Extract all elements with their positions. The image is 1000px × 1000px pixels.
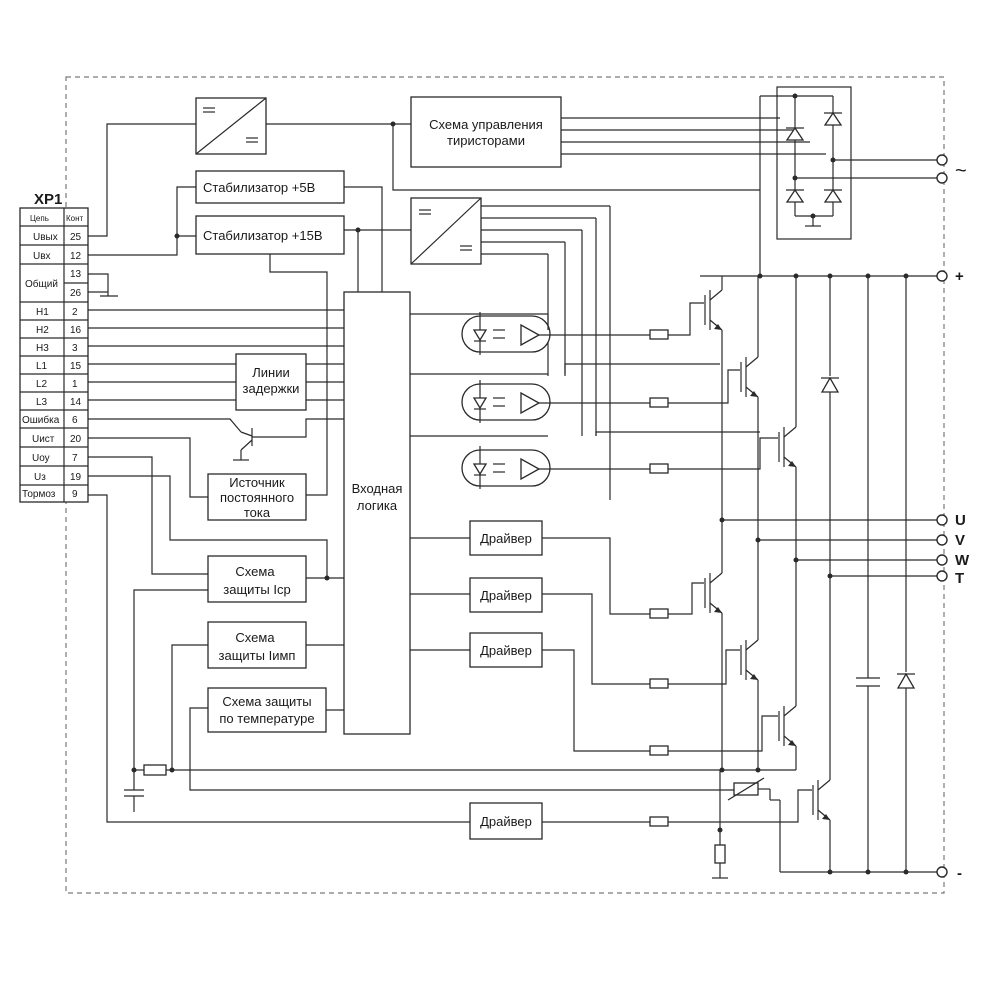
svg-text:защиты Iср: защиты Iср bbox=[223, 582, 290, 597]
driver-1: Драйвер bbox=[469, 520, 543, 556]
svg-text:тиристорами: тиристорами bbox=[447, 133, 525, 148]
thyristor-bridge bbox=[776, 86, 852, 240]
terminal-w bbox=[936, 554, 948, 566]
svg-text:Линии: Линии bbox=[252, 365, 290, 380]
terminal-t-label: T bbox=[955, 570, 964, 587]
protection-avg-current-block: Схема защиты Iср bbox=[207, 555, 307, 603]
pin-signal-common: Общий bbox=[25, 278, 58, 290]
pin-contact-2: 2 bbox=[72, 307, 78, 318]
pin-contact-6: 6 bbox=[72, 415, 78, 426]
optocoupler-2 bbox=[461, 380, 656, 423]
terminal-u bbox=[936, 514, 948, 526]
protection-temperature-block: Схема защиты по температуре bbox=[207, 687, 327, 733]
isolated-converter-top bbox=[195, 97, 267, 155]
svg-text:тока: тока bbox=[244, 505, 271, 520]
terminal-plus bbox=[936, 270, 948, 282]
terminal-ac-1 bbox=[936, 154, 948, 166]
stabilizer-15v-block: Стабилизатор +15В bbox=[195, 215, 345, 255]
pin-contact-9: 9 bbox=[72, 489, 78, 500]
input-logic-block: Входная логика bbox=[343, 291, 411, 735]
pin-signal-l2: L2 bbox=[36, 379, 48, 390]
pin-contact-14: 14 bbox=[70, 397, 82, 408]
pin-signal-error: Ошибка bbox=[22, 414, 60, 426]
svg-text:Схема управления: Схема управления bbox=[429, 117, 543, 132]
terminal-plus-label: + bbox=[955, 268, 964, 285]
svg-text:логика: логика bbox=[357, 498, 398, 513]
connector-xp1: XP1 Цепь Конт Uвых 25 Uвх 12 Общий 13 26… bbox=[19, 191, 89, 503]
gate-resistor-5 bbox=[649, 678, 669, 689]
driver-brake: Драйвер bbox=[469, 802, 543, 840]
current-source-block: Источник постоянного тока bbox=[207, 473, 307, 521]
isolated-converter-driver bbox=[410, 197, 482, 265]
pin-signal-brake: Тормоз bbox=[22, 489, 56, 500]
svg-text:Стабилизатор +15В: Стабилизатор +15В bbox=[203, 228, 323, 243]
igbt-bridge bbox=[704, 289, 831, 821]
pin-signal-usource: Uист bbox=[32, 434, 55, 445]
svg-text:Драйвер: Драйвер bbox=[480, 531, 532, 546]
pin-contact-3: 3 bbox=[72, 343, 78, 354]
gate-resistor-4 bbox=[649, 608, 669, 619]
terminal-u-label: U bbox=[955, 512, 966, 529]
pin-signal-h3: H3 bbox=[36, 343, 49, 354]
pin-signal-l1: L1 bbox=[36, 361, 48, 372]
terminal-ac-2 bbox=[936, 172, 948, 184]
connector-header-signal: Цепь bbox=[30, 214, 49, 223]
pin-contact-25: 25 bbox=[70, 232, 82, 243]
svg-text:Схема защиты: Схема защиты bbox=[222, 694, 311, 709]
pin-contact-7: 7 bbox=[72, 453, 78, 464]
gate-resistor-7 bbox=[649, 816, 669, 827]
svg-text:Схема: Схема bbox=[235, 630, 275, 645]
thermistor bbox=[727, 777, 771, 801]
pin-signal-h1: H1 bbox=[36, 307, 49, 318]
svg-text:Схема: Схема bbox=[235, 564, 275, 579]
svg-text:Входная: Входная bbox=[352, 481, 403, 496]
gate-resistor-1 bbox=[649, 329, 669, 340]
connector-header-contact: Конт bbox=[66, 214, 84, 223]
pin-signal-uz: Uз bbox=[34, 472, 46, 483]
svg-text:задержки: задержки bbox=[243, 381, 300, 396]
gate-resistor-2 bbox=[649, 397, 669, 408]
terminal-minus bbox=[936, 866, 948, 878]
gate-resistor-3 bbox=[649, 463, 669, 474]
pin-signal-l3: L3 bbox=[36, 397, 48, 408]
thyristor-control-block: Схема управления тиристорами bbox=[410, 96, 562, 168]
optocoupler-1 bbox=[461, 312, 656, 355]
pin-signal-h2: H2 bbox=[36, 325, 49, 336]
svg-text:постоянного: постоянного bbox=[220, 490, 294, 505]
svg-text:Драйвер: Драйвер bbox=[480, 588, 532, 603]
svg-text:Источник: Источник bbox=[229, 475, 285, 490]
pin-contact-26: 26 bbox=[70, 288, 82, 299]
svg-text:по температуре: по температуре bbox=[219, 711, 314, 726]
pin-contact-13: 13 bbox=[70, 269, 82, 280]
gate-resistor-6 bbox=[649, 745, 669, 756]
terminal-t bbox=[936, 570, 948, 582]
pin-contact-16: 16 bbox=[70, 325, 82, 336]
pin-signal-uou: Uоу bbox=[32, 453, 50, 464]
pin-contact-1: 1 bbox=[72, 379, 78, 390]
pin-signal-uin: Uвх bbox=[33, 251, 51, 262]
terminal-w-label: W bbox=[955, 552, 970, 569]
svg-text:защиты Iимп: защиты Iимп bbox=[219, 648, 296, 663]
pin-contact-20: 20 bbox=[70, 434, 82, 445]
stabilizer-5v-block: Стабилизатор +5В bbox=[195, 170, 345, 204]
pin-contact-19: 19 bbox=[70, 472, 82, 483]
svg-text:Драйвер: Драйвер bbox=[480, 814, 532, 829]
svg-text:Стабилизатор +5В: Стабилизатор +5В bbox=[203, 180, 315, 195]
protection-pulse-current-block: Схема защиты Iимп bbox=[207, 621, 307, 669]
pin-contact-15: 15 bbox=[70, 361, 82, 372]
terminal-minus-label: - bbox=[957, 865, 962, 882]
delay-lines-block: Линии задержки bbox=[235, 353, 307, 411]
driver-3: Драйвер bbox=[469, 632, 543, 668]
terminal-v bbox=[936, 534, 948, 546]
terminal-ac-label: ~ bbox=[955, 160, 967, 182]
driver-2: Драйвер bbox=[469, 577, 543, 613]
current-shunt-resistor bbox=[714, 844, 726, 864]
connector-title: XP1 bbox=[34, 191, 62, 208]
pin-signal-uout: Uвых bbox=[33, 232, 58, 243]
terminal-v-label: V bbox=[955, 532, 965, 549]
optocoupler-3 bbox=[461, 446, 656, 489]
svg-text:Драйвер: Драйвер bbox=[480, 643, 532, 658]
pin-contact-12: 12 bbox=[70, 251, 82, 262]
